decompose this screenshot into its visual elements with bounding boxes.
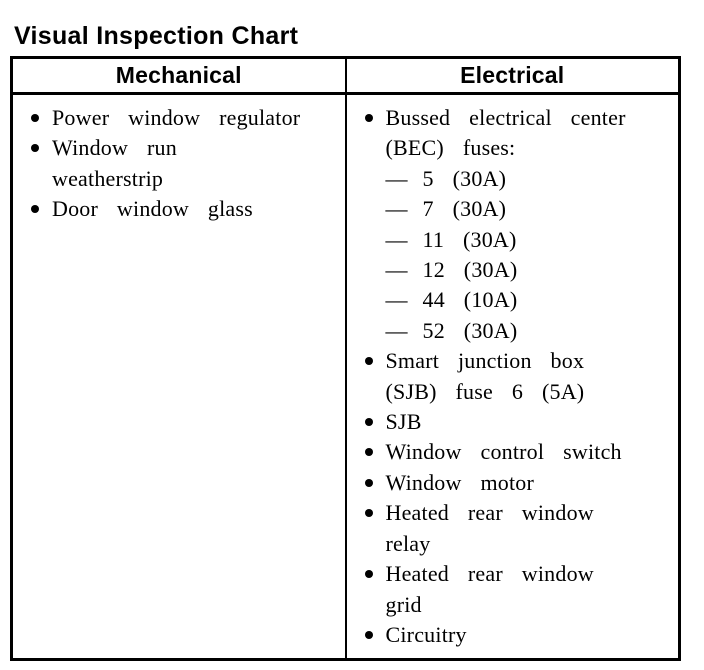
item-line: (SJB) fuse 6 (5A) (385, 378, 585, 404)
column-header-mechanical: Mechanical (13, 59, 345, 95)
column-header-electrical: Electrical (346, 59, 678, 95)
item-line: —52 (30A) (386, 316, 673, 346)
item-line: (BEC) fuses: (385, 135, 516, 161)
list-item: —44 (10A) (363, 285, 673, 315)
list-item: Circuitry (363, 620, 673, 650)
dash-icon: — (385, 196, 408, 222)
list-item: Smart junction box (SJB) fuse 6 (5A) (363, 346, 673, 407)
list-item: —5 (30A) (363, 164, 673, 194)
item-line: Window control switch (385, 439, 622, 465)
bullet-icon (31, 114, 39, 122)
bullet-icon (31, 205, 39, 214)
list-item: Bussed electrical center (BEC) fuses: (363, 103, 673, 164)
item-line: Power window regulator (52, 105, 301, 130)
bullet-icon (31, 144, 39, 153)
item-line: —7 (30A) (386, 194, 673, 224)
bullet-icon (364, 509, 373, 518)
bullet-icon (364, 570, 373, 579)
list-item: Window control switch (363, 437, 673, 467)
item-line: —44 (10A) (386, 285, 673, 315)
item-line: Heated rear window (385, 561, 594, 587)
dash-icon: — (385, 287, 408, 313)
list-item: Power window regulator (29, 103, 339, 133)
item-line: —11 (30A) (386, 225, 673, 255)
item-line: —5 (30A) (386, 164, 673, 194)
dash-icon: — (385, 317, 408, 343)
list-item: —12 (30A) (363, 255, 673, 285)
bullet-icon (364, 448, 373, 457)
list-item: Door window glass (29, 194, 339, 224)
item-line: relay (385, 530, 431, 556)
item-line: grid (385, 591, 422, 617)
item-line: Window motor (385, 469, 535, 495)
electrical-item-list: Bussed electrical center (BEC) fuses: —5 (… (347, 95, 679, 658)
dash-icon: — (385, 226, 408, 252)
item-line: —12 (30A) (386, 255, 673, 285)
page-title: Visual Inspection Chart (14, 21, 299, 50)
bullet-icon (364, 478, 373, 487)
item-line: Window run (52, 135, 177, 161)
bullet-icon (364, 357, 373, 366)
item-line: Circuitry (385, 621, 467, 647)
item-line: Smart junction box (385, 348, 585, 374)
item-line: weatherstrip (52, 165, 164, 191)
bullet-icon (364, 114, 373, 122)
list-item: —11 (30A) (363, 225, 673, 255)
list-item: Window run weatherstrip (29, 133, 339, 194)
dash-icon: — (385, 257, 408, 283)
list-item: Window motor (363, 468, 673, 498)
item-line: Door window glass (52, 196, 253, 222)
bullet-icon (364, 418, 373, 427)
list-item: SJB (363, 407, 673, 437)
item-line: Bussed electrical center (385, 105, 626, 130)
column-electrical: Electrical Bussed electrical center (BEC)… (344, 59, 679, 658)
list-item: —52 (30A) (363, 316, 673, 346)
list-item: —7 (30A) (363, 194, 673, 224)
item-line: SJB (385, 409, 422, 435)
list-item: Heated rear window grid (363, 559, 673, 620)
dash-icon: — (385, 165, 408, 191)
item-line: Heated rear window (385, 500, 594, 526)
bullet-icon (364, 630, 373, 639)
list-item: Heated rear window relay (363, 498, 673, 559)
